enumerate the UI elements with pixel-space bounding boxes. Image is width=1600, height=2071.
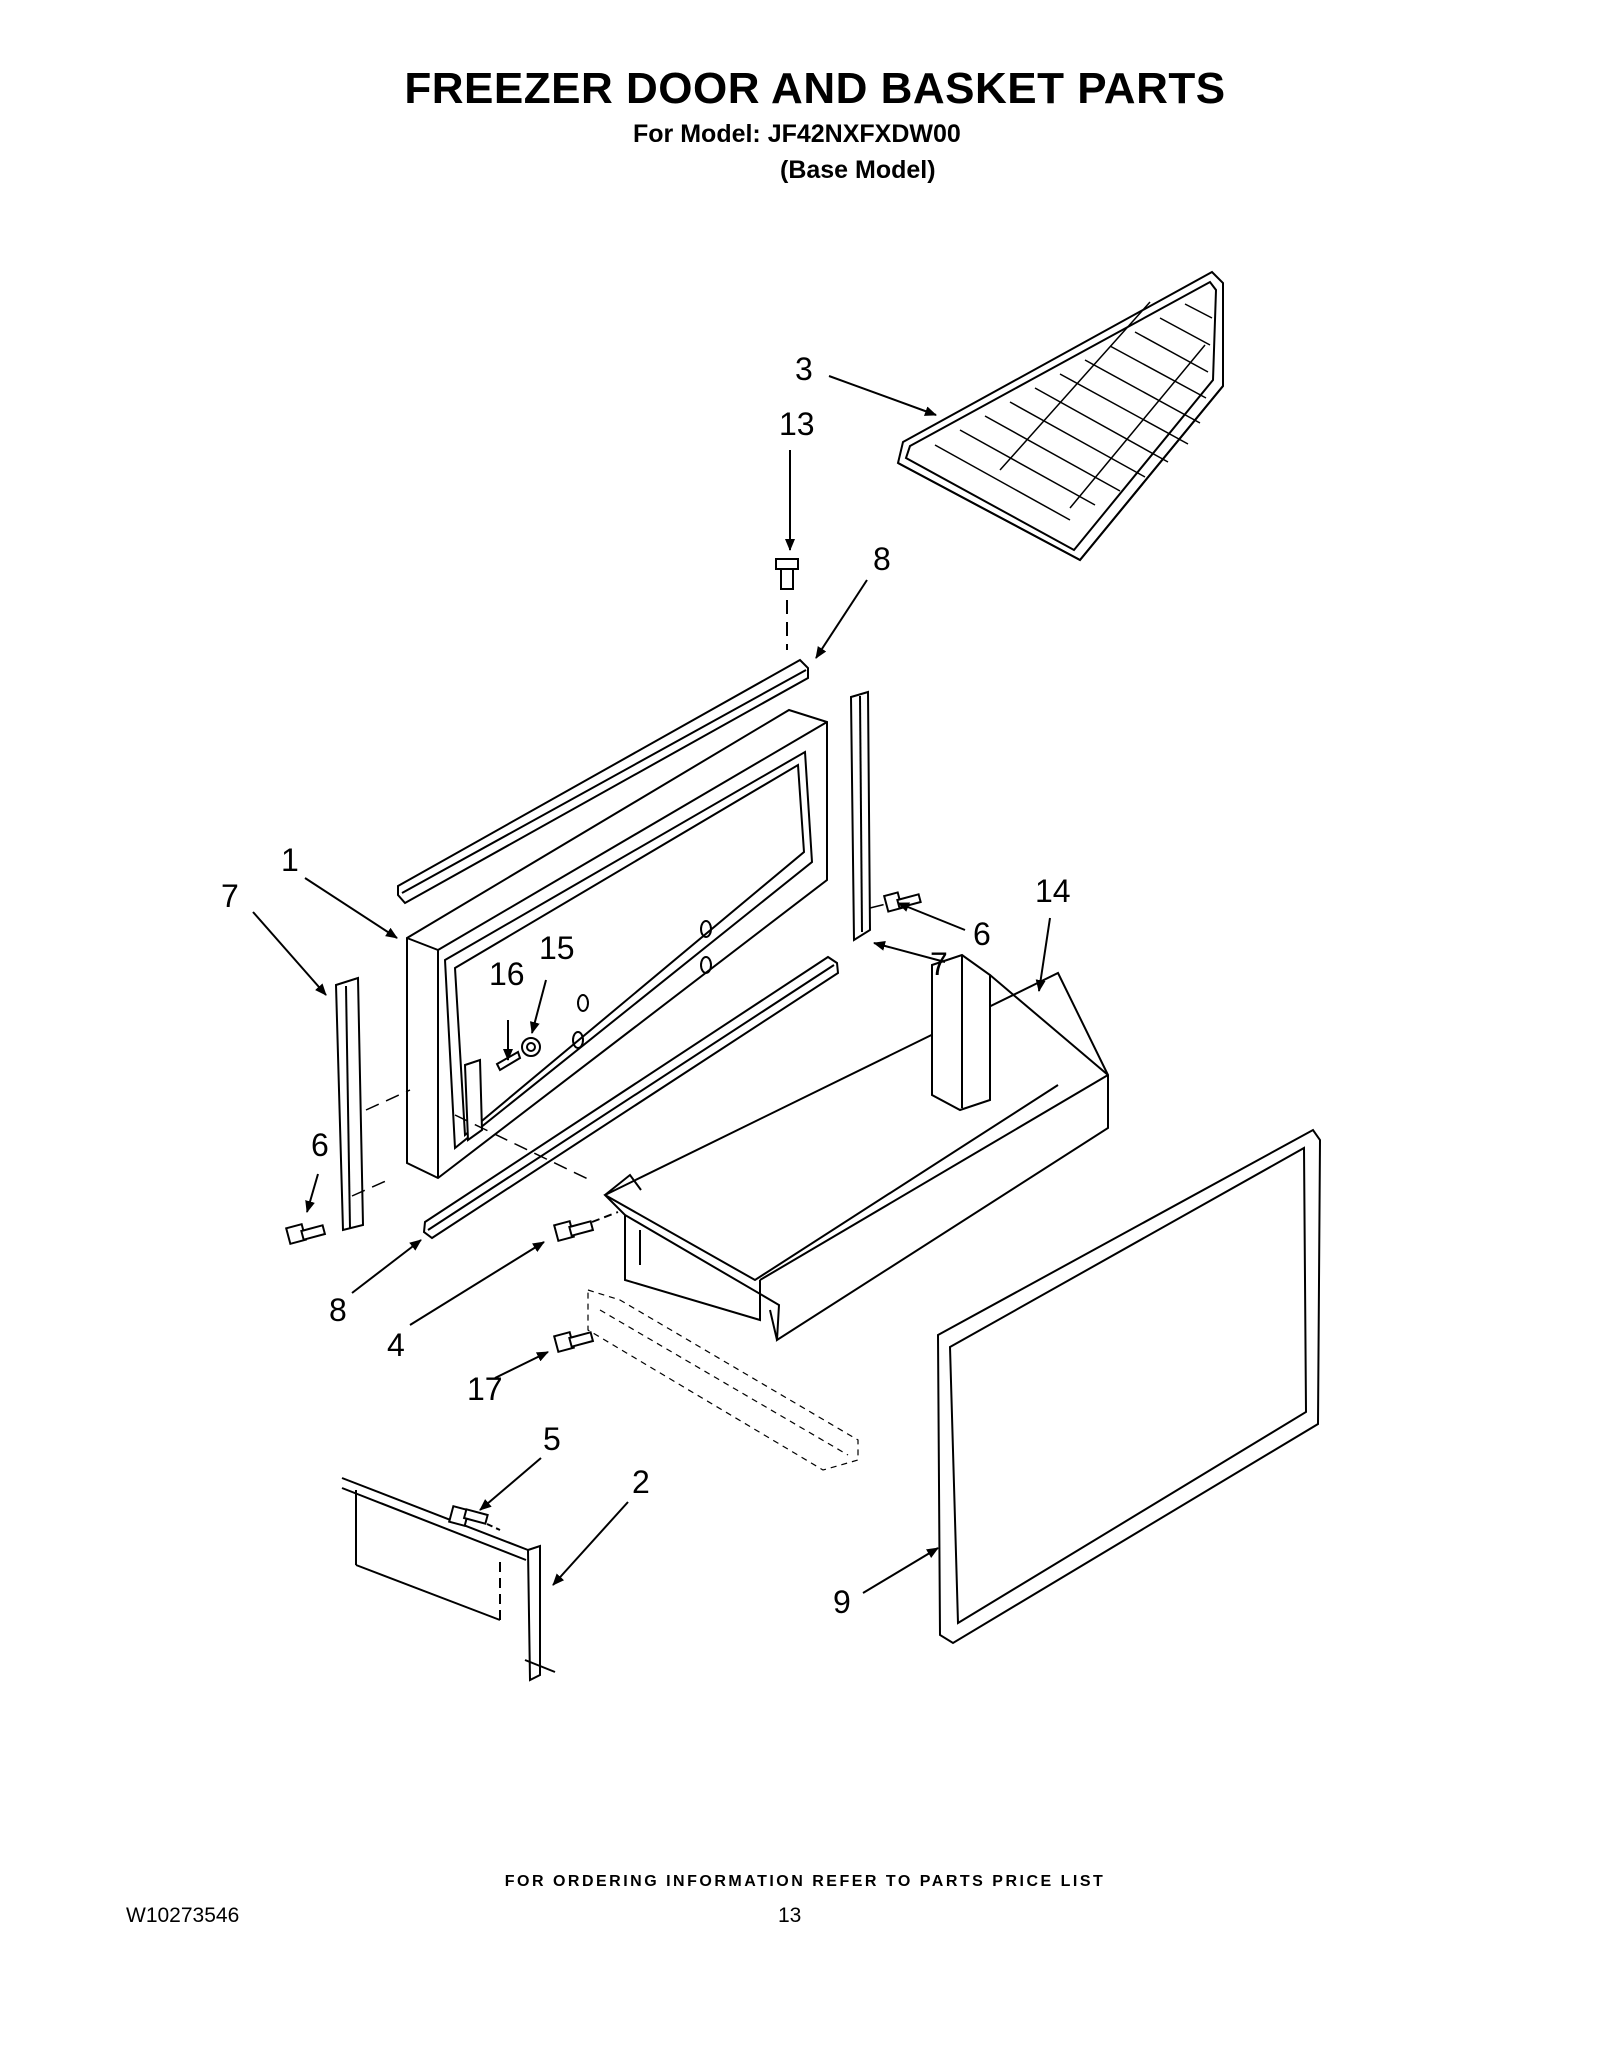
callout-1: 1 [281, 842, 299, 878]
callout-leaders [252, 375, 1051, 1594]
part-7-left-side-trim [334, 976, 365, 1232]
page-number: 13 [778, 1904, 802, 1927]
callout-4: 4 [387, 1327, 405, 1363]
ghosted-slide-rail [587, 1289, 859, 1471]
callout-15: 15 [539, 930, 575, 966]
part-8-bottom-trim-strip [422, 955, 840, 1240]
callout-9: 9 [833, 1584, 851, 1620]
model-note: (Base Model) [780, 156, 936, 184]
part-7-right-side-trim [849, 690, 872, 942]
callout-5: 5 [543, 1421, 561, 1457]
assembly-guide-lines [351, 902, 891, 1197]
part-8-top-trim-strip [397, 658, 809, 905]
callout-7-left: 7 [221, 878, 239, 914]
part-9-door-gasket [936, 1128, 1322, 1645]
part-3-shelf-tray [896, 270, 1224, 562]
part-4-screw [552, 1211, 619, 1243]
callout-17: 17 [467, 1371, 503, 1407]
callout-labels: 3 13 8 1 7 14 6 15 7 16 6 8 4 17 5 2 9 [221, 351, 1071, 1620]
callout-14: 14 [1035, 873, 1071, 909]
callout-2: 2 [632, 1464, 650, 1500]
part-6-screw-right [882, 891, 922, 913]
callout-6-right: 6 [973, 916, 991, 952]
part-5-screw [447, 1504, 501, 1531]
page-title: FREEZER DOOR AND BASKET PARTS [404, 64, 1226, 113]
callout-6-left: 6 [311, 1127, 329, 1163]
part-2-drawer-panel [341, 1477, 556, 1682]
callout-3: 3 [795, 351, 813, 387]
document-number: W10273546 [126, 1904, 240, 1927]
callout-7-right: 7 [930, 946, 948, 982]
callout-16: 16 [489, 956, 525, 992]
ordering-information-note: FOR ORDERING INFORMATION REFER TO PARTS … [504, 1873, 1106, 1890]
part-15-nut [521, 1037, 541, 1057]
part-13-screw [775, 558, 799, 650]
callout-8-top: 8 [873, 541, 891, 577]
part-17-screw [552, 1330, 595, 1354]
callout-13: 13 [779, 406, 815, 442]
callout-8-bottom: 8 [329, 1292, 347, 1328]
part-6-screw-left [284, 1222, 327, 1246]
part-14-basket [603, 953, 1109, 1342]
model-line: For Model: JF42NXFXDW00 [633, 120, 961, 148]
